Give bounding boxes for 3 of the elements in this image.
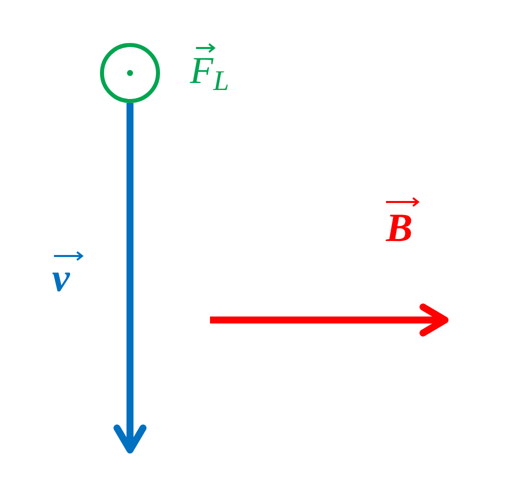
field-label: B xyxy=(386,208,413,248)
velocity-label: v xyxy=(52,258,70,298)
force-label: F$_{L}$ xyxy=(190,52,230,90)
